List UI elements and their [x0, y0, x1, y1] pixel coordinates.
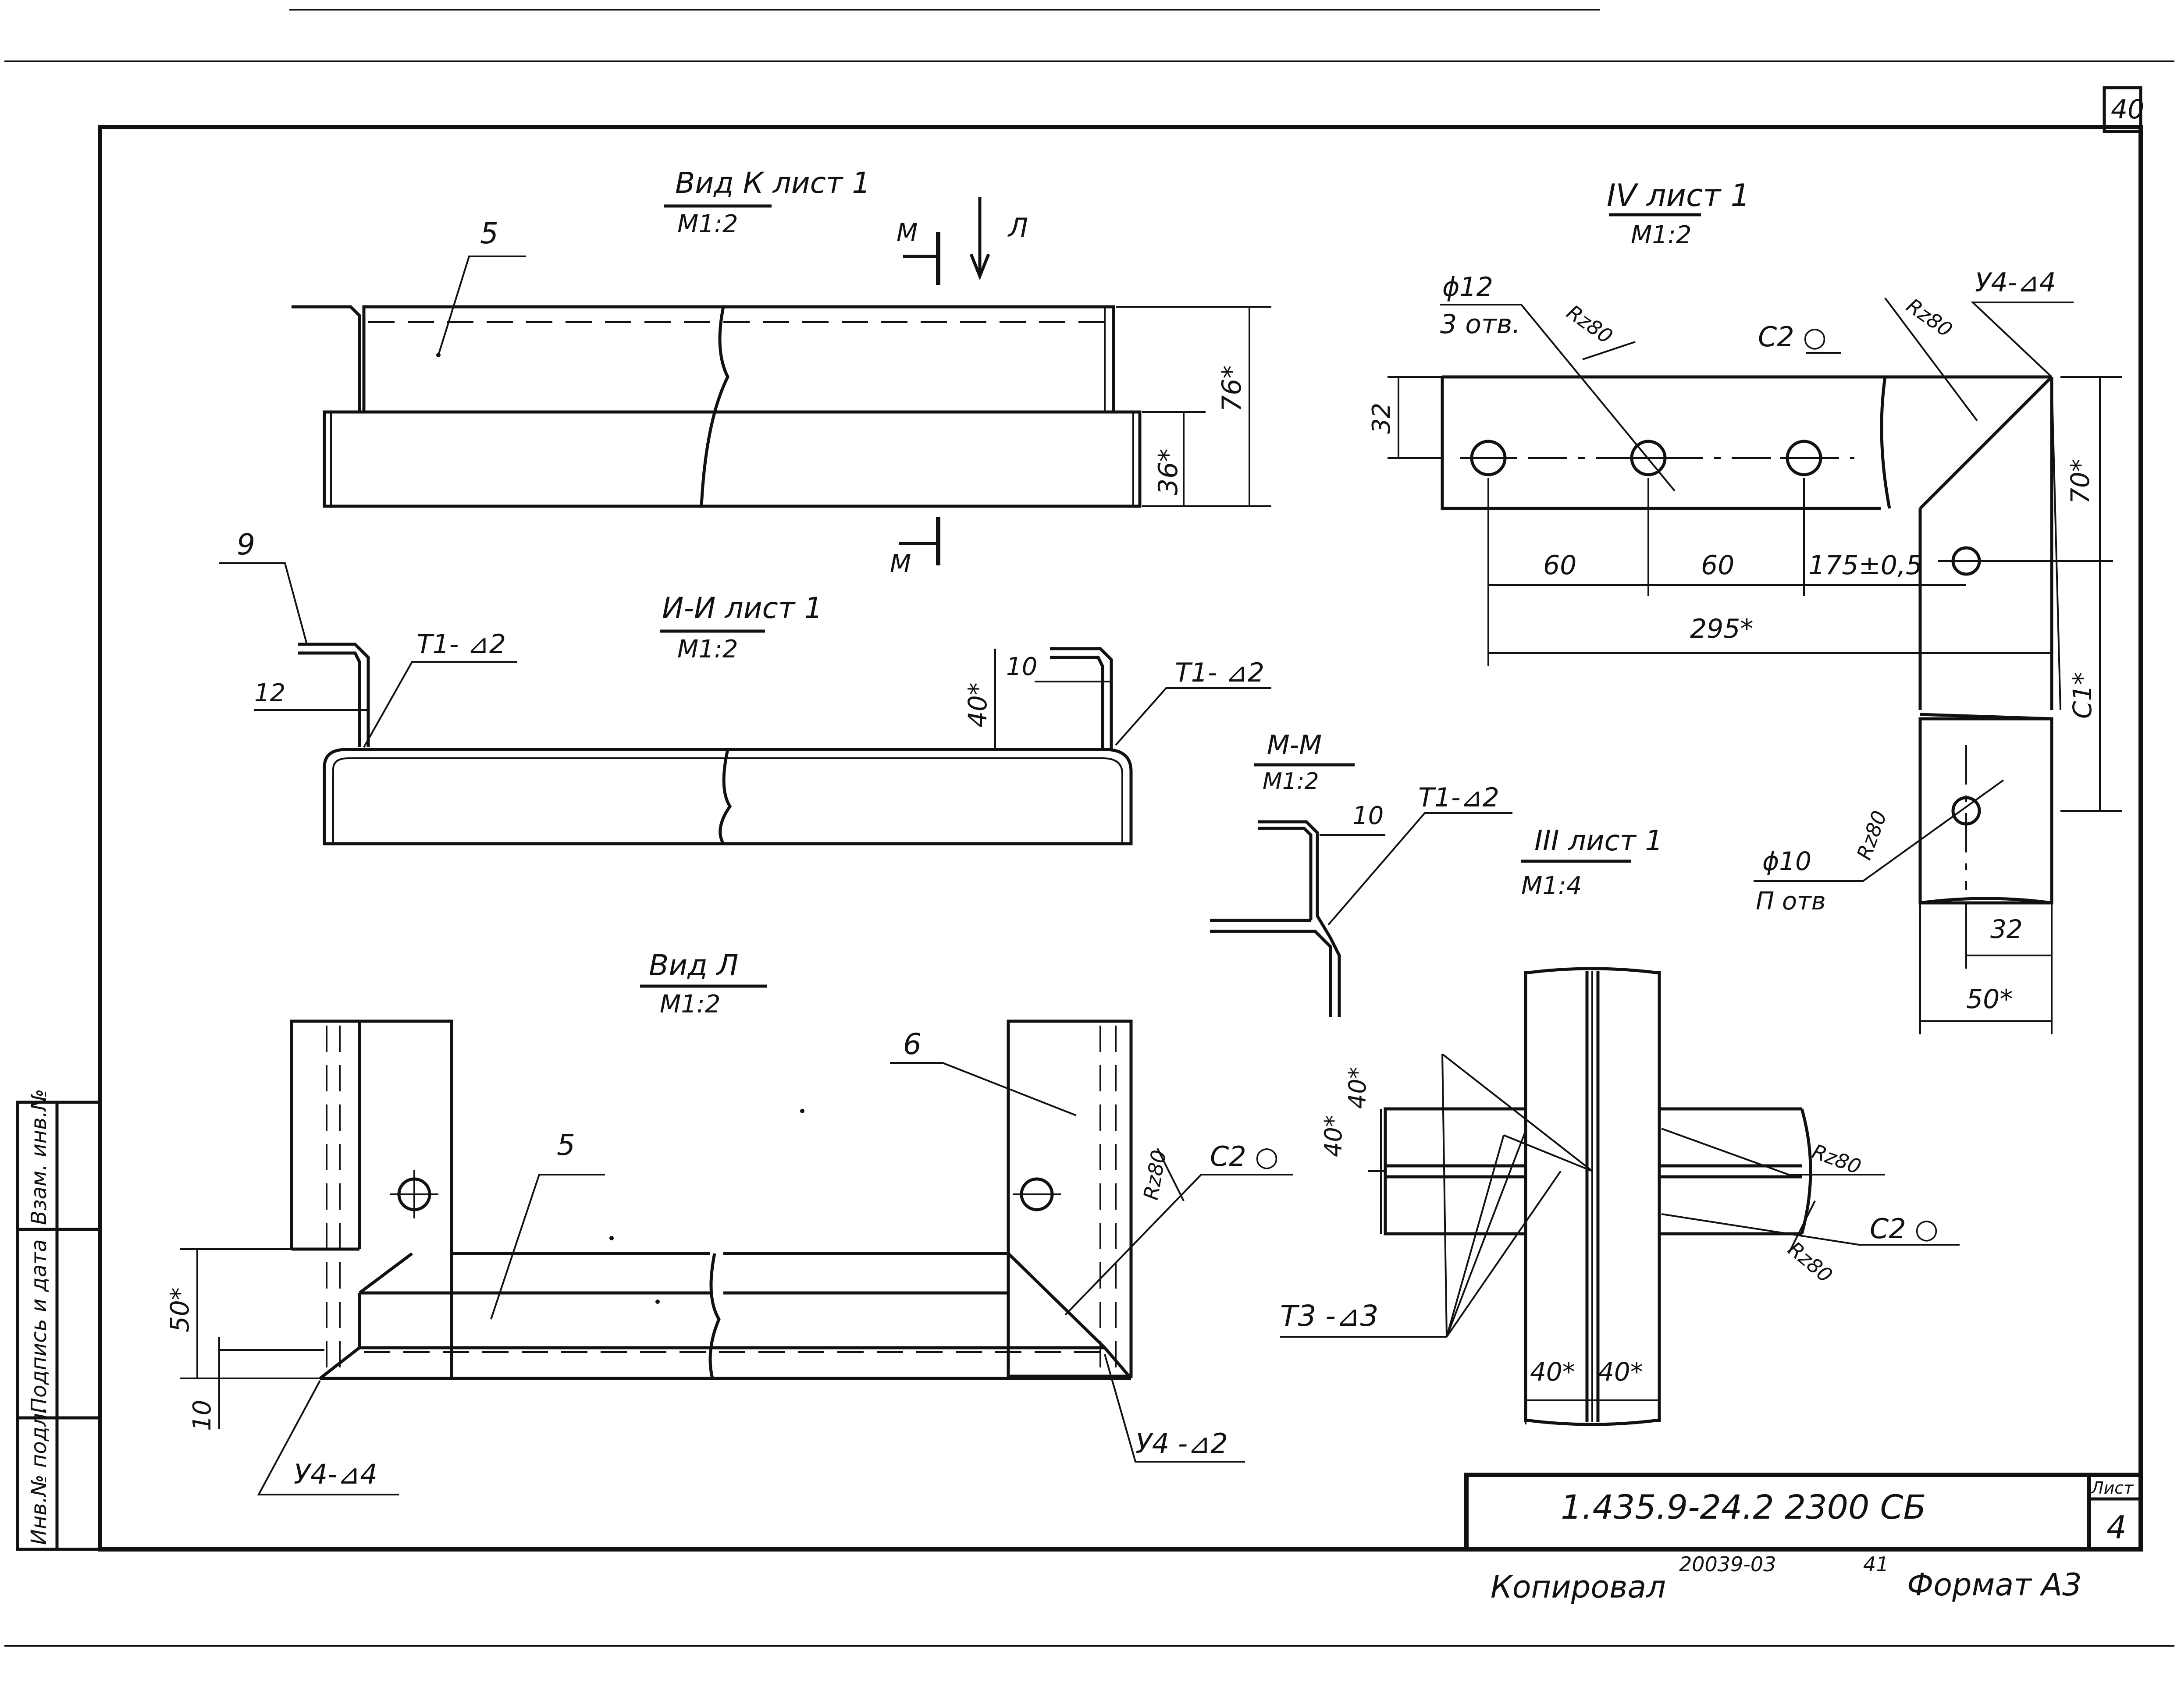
- dim-10-mm: 10: [1352, 802, 1384, 830]
- weld-u4-view-l-left: У4-⊿4: [294, 1458, 377, 1490]
- rz80-iv-1: Rz80: [1562, 300, 1617, 348]
- title-block: 1.435.9-24.2 2300 СБ Лист 4: [1464, 1473, 2143, 1552]
- copy-number-2: 41: [1863, 1552, 1889, 1576]
- dim-40-cross-d: 40*: [1598, 1357, 1643, 1387]
- format-label: Формат А3: [1907, 1567, 2082, 1603]
- cut-m-top: М: [897, 219, 918, 247]
- dim-175: 175±0,5: [1808, 550, 1922, 581]
- view-iv-title: IV лист 1: [1607, 178, 1750, 213]
- dim-40-ii: 40*: [963, 682, 993, 728]
- view-k-leader-5: 5: [480, 217, 498, 250]
- weld-t1-left: Т1- ⊿2: [416, 629, 506, 660]
- dim-c1: С1*: [2067, 672, 2097, 719]
- view-iii-title: III лист 1: [1534, 825, 1663, 857]
- hole-d12: ϕ12: [1442, 272, 1493, 302]
- hole-4: [1938, 546, 2113, 576]
- view-k-title: Вид К лист 1: [675, 166, 870, 200]
- dim-40-cross-c: 40*: [1530, 1357, 1575, 1387]
- leader-6: 6: [903, 1027, 921, 1061]
- dim-40-cross-b: 40*: [1344, 1067, 1371, 1109]
- section-ii-scale: М1:2: [677, 635, 738, 664]
- section-mm-title: М-М: [1267, 730, 1322, 760]
- document-code: 1.435.9-24.2 2300 СБ: [1561, 1488, 1926, 1527]
- sheet-label: Лист: [2090, 1478, 2134, 1498]
- hole-view-l-1: [390, 1170, 438, 1218]
- dim-50-view-l: 50*: [165, 1287, 195, 1332]
- arrow-l-label: Л: [1007, 213, 1028, 243]
- dim-295: 295*: [1690, 614, 1754, 644]
- hole-d12-count: 3 отв.: [1440, 309, 1520, 340]
- section-ii: 9 И-И лист 1 М1:2 Т1- ⊿2 Т1- ⊿2 12 10 40…: [219, 528, 1271, 845]
- side-stamp: Инв.№ подл. Подпись и дата Взам. инв.№: [16, 1089, 102, 1551]
- dim-12: 12: [254, 679, 285, 707]
- section-mm-scale: М1:2: [1263, 768, 1319, 795]
- dim-32-iv: 32: [1367, 403, 1396, 434]
- dim-50-iv: 50*: [1966, 984, 2013, 1015]
- hole-view-l-2: [1013, 1177, 1061, 1211]
- side-cell-replace: Взам. инв.№: [27, 1089, 51, 1225]
- dim-70-iv: 70*: [2065, 459, 2095, 504]
- view-iii-scale: М1:4: [1521, 872, 1582, 900]
- view-l-scale: М1:2: [660, 990, 720, 1019]
- section-ii-leader-9: 9: [237, 528, 255, 561]
- side-cell-sign: Подпись и дата: [27, 1239, 51, 1413]
- hole-d10: ϕ10: [1762, 846, 1811, 876]
- page-number-box: [2103, 86, 2142, 133]
- drawing-frame: [98, 125, 2143, 1552]
- dim-76: 76*: [1217, 366, 1247, 412]
- rz80-iv-2: Rz80: [1902, 294, 1957, 342]
- c2-iv: С2 ○: [1758, 321, 1827, 353]
- c2-view-l: С2 ○: [1210, 1140, 1279, 1172]
- view-k-scale: М1:2: [677, 210, 738, 238]
- copy-number: 20039-03: [1679, 1552, 1776, 1576]
- weld-u4-view-l-right: У4 -⊿2: [1135, 1427, 1228, 1459]
- weld-t1-mm: Т1-⊿2: [1418, 782, 1499, 813]
- section-mm: М-М М1:2 10 Т1-⊿2 III лист 1 М1:4: [1210, 730, 1663, 1017]
- view-l-title: Вид Л: [649, 948, 738, 982]
- view-l: Вид Л М1:2 6 5 Rz80 С2 ○: [165, 948, 1293, 1495]
- cut-m-bottom: М: [890, 550, 911, 578]
- cross-joint: Т3 -⊿3 Rz80 Rz80 С2 ○ 40* 40* 40* 40*: [1280, 967, 1960, 1426]
- copied-label: Копировал: [1491, 1569, 1666, 1605]
- dim-10-ii: 10: [1006, 653, 1037, 681]
- leader-5-view-l: 5: [557, 1128, 575, 1162]
- side-cell-inv: Инв.№ подл.: [27, 1406, 51, 1545]
- hole-5: [1951, 745, 1981, 890]
- hole-d10-count: П отв: [1756, 887, 1826, 916]
- section-ii-title: И-И лист 1: [662, 591, 822, 625]
- weld-t1-right: Т1- ⊿2: [1175, 657, 1264, 688]
- c2-cross: С2 ○: [1870, 1213, 1939, 1245]
- rz80-cross-2: Rz80: [1783, 1237, 1837, 1287]
- weld-t3: Т3 -⊿3: [1280, 1299, 1378, 1333]
- dim-32-iv-b: 32: [1990, 914, 2023, 944]
- view-iv: IV лист 1 М1:2 ϕ12 3 отв. Rz80 С2 ○ Rz80…: [1367, 178, 2122, 1034]
- dim-60-b: 60: [1701, 550, 1734, 581]
- rz80-iv-3: Rz80: [1852, 808, 1892, 863]
- page-number: 40: [2111, 94, 2144, 125]
- rz80-cross-1: Rz80: [1809, 1140, 1864, 1179]
- dim-40-cross-a: 40*: [1320, 1115, 1347, 1157]
- view-k: Вид К лист 1 М1:2 5 М Л М 76* 36*: [292, 166, 1271, 578]
- dim-60-a: 60: [1543, 550, 1576, 581]
- dim-10-view-l: 10: [188, 1400, 217, 1431]
- rz80-view-l: Rz80: [1139, 1148, 1171, 1202]
- sheet-number: 4: [2106, 1509, 2127, 1546]
- dim-36: 36*: [1153, 449, 1184, 495]
- weld-u4-iv: У4-⊿4: [1975, 267, 2056, 298]
- view-iv-scale: М1:2: [1631, 221, 1691, 249]
